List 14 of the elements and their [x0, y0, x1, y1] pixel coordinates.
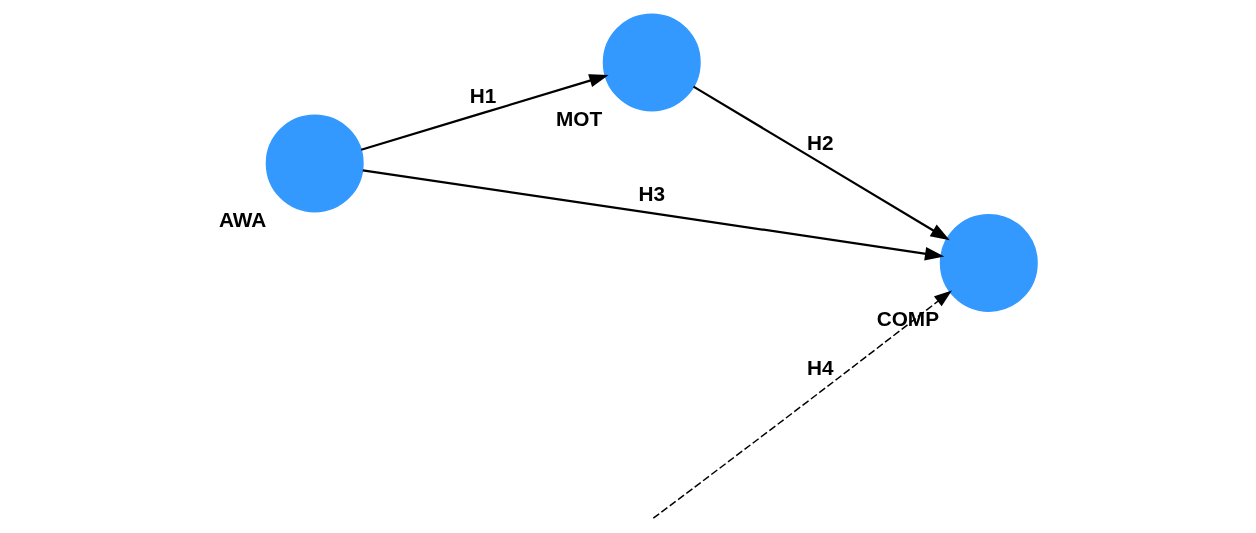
arrow: [652, 290, 952, 519]
arrow: [362, 169, 945, 261]
arrow: [360, 74, 609, 151]
node-circle: [939, 213, 1038, 312]
node-label: AWA: [218, 207, 267, 231]
arrow: [692, 85, 950, 241]
edge-label: H2: [806, 131, 834, 155]
edge-label: H3: [638, 181, 665, 205]
edge-label: H4: [806, 355, 834, 379]
node-label: COMP: [876, 307, 940, 331]
node-label: MOT: [555, 106, 603, 130]
node-circle: [265, 114, 364, 213]
edge-label: H1: [469, 83, 497, 107]
node-circle: [602, 13, 701, 112]
